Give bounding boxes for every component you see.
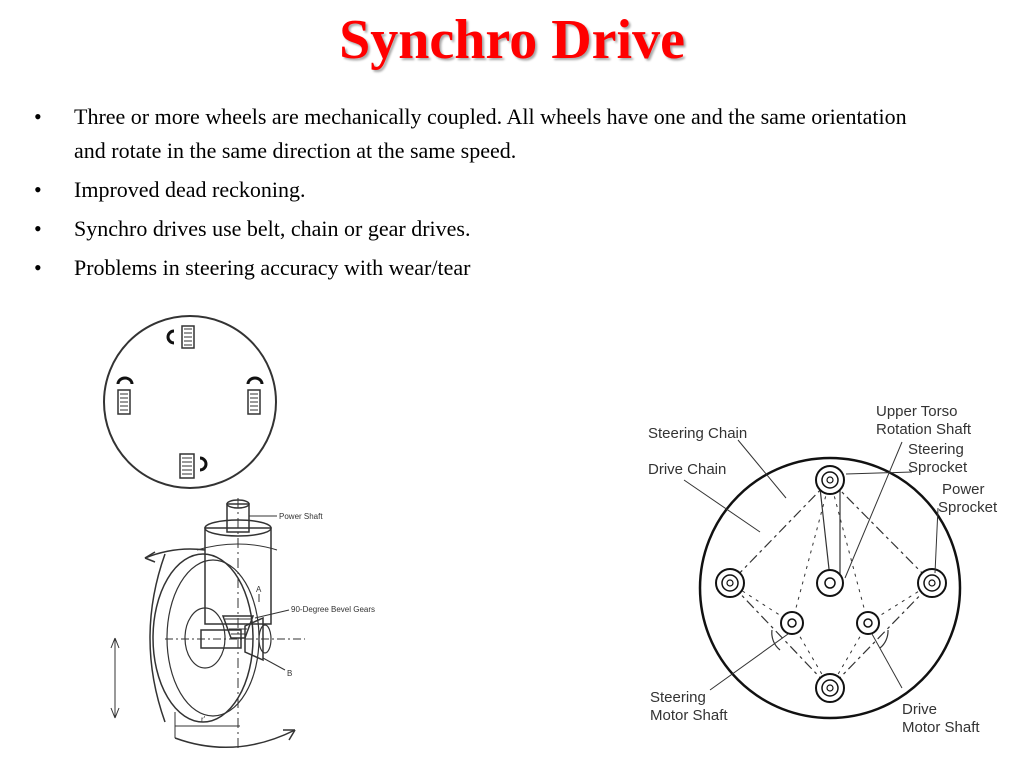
rotation-arrow-icon: [246, 376, 264, 385]
steering-sprocket-label-1: Steering: [908, 441, 964, 458]
rotation-arrow-icon: [166, 329, 175, 345]
bullet-text: Three or more wheels are mechanically co…: [74, 104, 907, 163]
upper-torso-label: Upper Torso: [876, 403, 957, 420]
gear-a-label: A: [256, 585, 262, 594]
steering-motor-label-2: Motor Shaft: [650, 707, 728, 724]
power-sprocket-label-1: Power: [942, 481, 985, 498]
bottom-wheel: [179, 453, 208, 479]
bullet-text: Problems in steering accuracy with wear/…: [74, 255, 471, 280]
sprocket-right: [917, 568, 947, 598]
sprocket-left: [715, 568, 745, 598]
bullet-list: • Three or more wheels are mechanically c…: [30, 100, 930, 290]
bullet-dot: •: [34, 104, 42, 129]
power-sprocket-label-2: Sprocket: [938, 499, 998, 516]
sprocket-bottom: [815, 673, 845, 703]
left-wheel: [116, 376, 134, 415]
steering-motor-shaft: [780, 611, 804, 635]
steering-motor-label-1: Steering: [650, 689, 706, 706]
bullet-text: Synchro drives use belt, chain or gear d…: [74, 216, 471, 241]
bullet-text: Improved dead reckoning.: [74, 177, 306, 202]
rotation-arrow-icon: [199, 456, 208, 472]
rotation-shaft-label: Rotation Shaft: [876, 421, 972, 438]
sprocket-chain-diagram: Steering Chain Drive Chain Upper Torso R…: [648, 403, 998, 736]
bullet-dot: •: [34, 216, 42, 241]
sprocket-center: [816, 569, 844, 597]
wheel-orientation-diagram: [103, 315, 277, 489]
steering-sprocket-label-2: Sprocket: [908, 459, 968, 476]
bullet-dot: •: [34, 177, 42, 202]
sprocket-top: [815, 465, 845, 495]
drive-motor-shaft: [856, 611, 880, 635]
bullet-item: • Problems in steering accuracy with wear…: [30, 251, 930, 285]
drive-chain-label: Drive Chain: [648, 461, 726, 478]
steering-chain-label: Steering Chain: [648, 425, 747, 442]
right-wheel: [246, 376, 264, 415]
bevel-gear-wheel-diagram: Power Shaft 90-Degree Bevel Gears A B r': [110, 498, 375, 749]
bullet-item: • Synchro drives use belt, chain or gear …: [30, 212, 930, 246]
bullet-item: • Improved dead reckoning.: [30, 173, 930, 207]
radius-label: r': [201, 715, 206, 724]
rotation-arrow-icon: [116, 376, 134, 385]
drive-motor-label-1: Drive: [902, 701, 937, 718]
bullet-dot: •: [34, 255, 42, 280]
bullet-item: • Three or more wheels are mechanically c…: [30, 100, 930, 168]
bevel-gears-label: 90-Degree Bevel Gears: [291, 605, 375, 614]
drive-motor-label-2: Motor Shaft: [902, 719, 980, 736]
power-shaft-label: Power Shaft: [279, 512, 323, 521]
slide-title: Synchro Drive: [339, 9, 685, 71]
top-wheel: [166, 325, 195, 349]
gear-b-label: B: [287, 669, 292, 678]
